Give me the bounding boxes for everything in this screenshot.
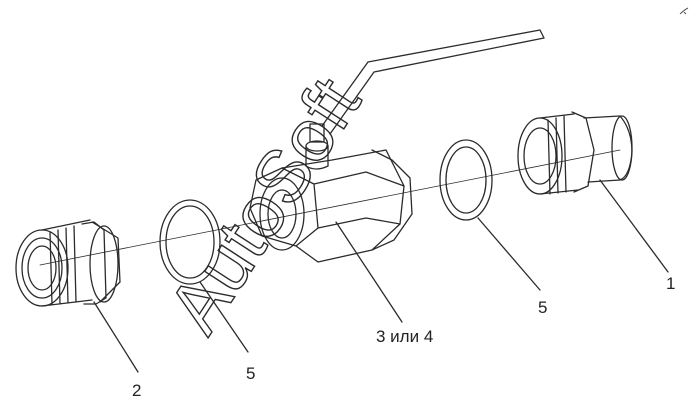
leader-line-3-4 xyxy=(335,221,403,323)
assembly-axis-line xyxy=(39,149,621,266)
callout-part-1: 1 xyxy=(666,274,676,293)
leader-line-1 xyxy=(599,179,669,273)
callout-part-5-left: 5 xyxy=(246,364,256,383)
left-union-fitting xyxy=(15,219,121,307)
ball-valve-body xyxy=(249,29,545,263)
left-sealing-ring xyxy=(159,199,221,285)
leader-line-5-left xyxy=(199,281,249,353)
right-sealing-ring xyxy=(439,139,493,221)
right-hose-fitting xyxy=(517,111,633,195)
leader-line-5-right xyxy=(477,217,541,291)
callout-part-5-right: 5 xyxy=(538,298,548,317)
callout-part-2: 2 xyxy=(132,381,142,400)
leader-line-2 xyxy=(93,301,139,373)
corner-mark-icon xyxy=(679,7,689,15)
callout-part-3-4: 3 или 4 xyxy=(376,327,434,346)
